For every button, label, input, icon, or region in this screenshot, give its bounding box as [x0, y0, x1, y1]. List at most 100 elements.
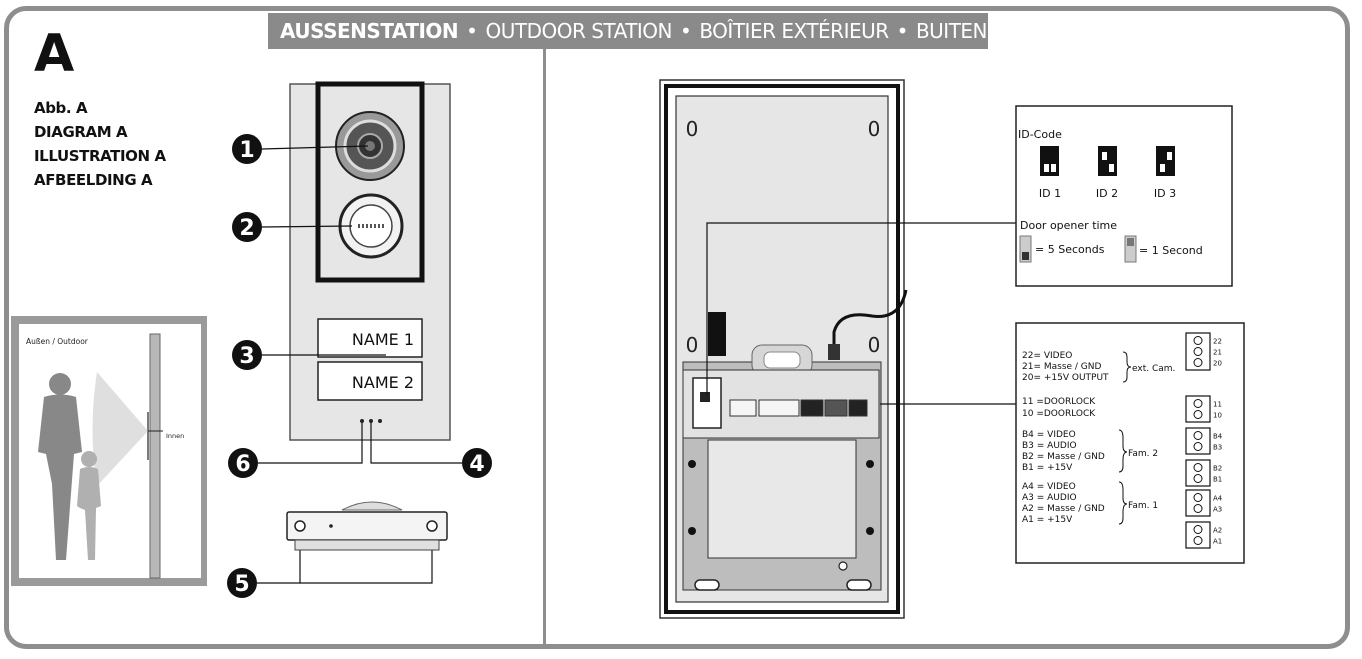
terminal-number: 11 — [1213, 401, 1222, 409]
terminal-braces — [1118, 351, 1132, 525]
station-front-view: NAME 1 NAME 2 — [289, 81, 451, 441]
terminal-number: A2 — [1213, 527, 1222, 535]
diagram-titles: Abb. A DIAGRAM A ILLUSTRATION A AFBEELDI… — [34, 96, 166, 192]
term-a1: A1 = +15V — [1022, 515, 1073, 525]
terminal-number: 21 — [1213, 349, 1222, 357]
term-b2: B2 = Masse / GND — [1022, 452, 1105, 462]
callout-4: 4 — [462, 448, 492, 478]
screw-icon — [426, 520, 438, 532]
term-21: 21= Masse / GND — [1022, 362, 1102, 372]
dip-switch-id1-icon — [1040, 146, 1059, 176]
panel-divider — [543, 40, 546, 648]
name-label-1: NAME 1 — [352, 330, 414, 349]
terminal-number: 22 — [1213, 338, 1222, 346]
terminal-number: B3 — [1213, 444, 1222, 452]
terminal-screw-icon — [1193, 525, 1203, 534]
term-a2: A2 = Masse / GND — [1022, 504, 1105, 514]
camera-view-cone — [92, 372, 148, 486]
screw-mark: 0 — [686, 333, 699, 357]
screw-icon — [294, 520, 306, 532]
terminal-screw-icon — [1193, 504, 1203, 513]
callout-3-label: 3 — [239, 344, 254, 369]
callout-6: 6 — [228, 448, 258, 478]
terminal-screw-icon — [1193, 399, 1203, 408]
fam-2-label: Fam. 2 — [1128, 449, 1158, 459]
cable — [832, 289, 908, 352]
terminal-screw-icon — [1193, 410, 1203, 419]
callout-6-label: 6 — [235, 452, 250, 477]
term-10: 10 =DOORLOCK — [1022, 409, 1096, 419]
title-de: AUSSENSTATION — [280, 19, 459, 43]
terminal-number: B2 — [1213, 465, 1222, 473]
dip-switch-id3-icon — [1156, 146, 1175, 176]
term-22: 22= VIDEO — [1022, 351, 1072, 361]
diagram-title-en: DIAGRAM A — [34, 123, 128, 141]
terminal-number: 20 — [1213, 360, 1222, 368]
mounting-scene: Außen / Outdoor Innen — [11, 316, 207, 586]
diagram-title-fr: ILLUSTRATION A — [34, 147, 166, 165]
term-20: 20= +15V OUTPUT — [1022, 373, 1109, 383]
title-nl: BUITENSTATION — [915, 19, 1068, 43]
callout-2: 2 — [232, 212, 262, 242]
terminal-number: A3 — [1213, 506, 1222, 514]
name-button-2: NAME 2 — [317, 361, 423, 401]
housing-rear-view: 0 0 0 0 — [659, 79, 908, 619]
switch-5s-icon — [1019, 235, 1032, 263]
camera-lens-icon — [335, 111, 405, 181]
screw-mark: 0 — [868, 333, 881, 357]
callout-5: 5 — [227, 568, 257, 598]
title-separator: • — [896, 19, 909, 43]
door-opener-5s-label: = 5 Seconds — [1035, 243, 1105, 256]
diagram-title-nl: AFBEELDING A — [34, 171, 153, 189]
terminal-legend: 22= VIDEO 21= Masse / GND 20= +15V OUTPU… — [1022, 351, 1109, 525]
title-banner: AUSSENSTATION • OUTDOOR STATION • BOÎTIE… — [268, 13, 1068, 49]
terminal-screw-icon — [1193, 442, 1203, 451]
callout-1-label: 1 — [239, 138, 254, 163]
terminal-number: B1 — [1213, 476, 1222, 484]
door-opener-1s-label: = 1 Second — [1139, 244, 1203, 257]
fam-1-label: Fam. 1 — [1128, 501, 1158, 511]
station-bottom-view — [286, 501, 448, 551]
connector-lines — [706, 222, 1016, 405]
terminal-number: 10 — [1213, 412, 1222, 420]
panel-letter: A — [34, 24, 75, 84]
term-b4: B4 = VIDEO — [1022, 430, 1076, 440]
title-separator: • — [466, 19, 478, 43]
terminal-number: A4 — [1213, 495, 1223, 503]
terminal-screw-icon — [1193, 336, 1203, 345]
terminal-screw-icon — [1193, 358, 1203, 367]
callout-5-label: 5 — [234, 572, 249, 597]
title-en: OUTDOOR STATION — [485, 19, 673, 43]
title-separator: • — [680, 19, 692, 43]
term-11: 11 =DOORLOCK — [1022, 397, 1096, 407]
callout-4-label: 4 — [469, 452, 484, 477]
adult-figure-icon — [38, 373, 82, 560]
screw-mark: 0 — [686, 117, 699, 141]
terminal-screw-icon — [1193, 431, 1203, 440]
id-code-title: ID-Code — [1018, 128, 1062, 141]
terminal-screw-icon — [1193, 463, 1203, 472]
outside-label: Außen / Outdoor — [26, 337, 89, 346]
name-label-2: NAME 2 — [352, 373, 414, 392]
ext-cam-label: ext. Cam. — [1132, 364, 1175, 374]
door-opener-title: Door opener time — [1020, 219, 1117, 232]
id-2-label: ID 2 — [1096, 187, 1118, 200]
term-a4: A4 = VIDEO — [1022, 482, 1076, 492]
outer-frame — [4, 6, 1350, 649]
name-button-1: NAME 1 — [317, 318, 423, 358]
screw-mark: 0 — [868, 117, 881, 141]
terminal-number: B4 — [1213, 433, 1223, 441]
callout-1: 1 — [232, 134, 262, 164]
title-fr: BOÎTIER EXTÉRIEUR — [699, 19, 889, 43]
term-b3: B3 = AUDIO — [1022, 441, 1077, 451]
id-code-box: ID-Code ID 1 ID 2 ID 3 Door opener time … — [1015, 105, 1233, 287]
id-1-label: ID 1 — [1039, 187, 1061, 200]
diagram-title-de: Abb. A — [34, 99, 88, 117]
terminal-number: A1 — [1213, 538, 1222, 546]
terminal-screw-icon — [1193, 536, 1203, 545]
inside-label: Innen — [166, 432, 184, 440]
callout-2-label: 2 — [239, 216, 254, 241]
terminal-screw-icon — [1193, 347, 1203, 356]
callout-badges: 1 2 3 4 5 6 — [227, 134, 492, 598]
